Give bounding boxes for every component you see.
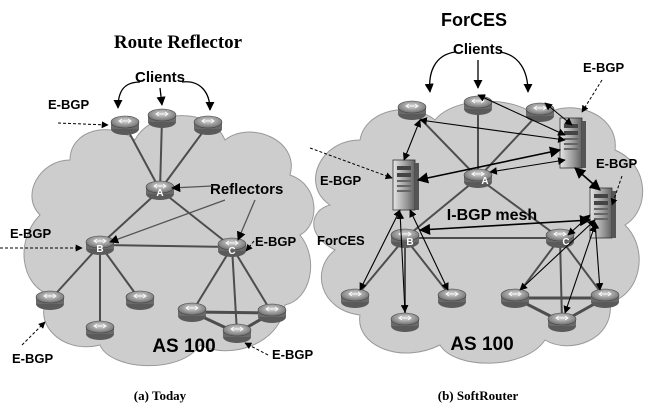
router-edge-1 [35,290,65,311]
router-client-1 [110,115,140,136]
router-client-3 [193,115,223,136]
router-edge-3 [125,290,155,311]
right-router-edge-1 [340,288,370,309]
right-router-edge-5 [590,288,620,309]
right-ebgp-arrows [309,79,623,206]
right-router-a-label: A [481,176,488,187]
left-ebgp-label-5: E-BGP [272,347,314,362]
right-ebgp-label-3: E-BGP [596,156,638,171]
left-reflector-arrows [109,183,256,244]
forces-label: ForCES [317,233,365,248]
router-edge-6 [222,323,252,344]
left-links [49,117,273,334]
server-b [392,159,420,211]
left-ebgp-label-1: E-BGP [48,97,90,112]
right-router-edge-2 [390,312,420,333]
router-c-label: C [228,246,235,257]
ibgp-mesh-label: I-BGP mesh [447,207,537,224]
right-router-b [390,228,420,249]
right-router-edge-3 [437,288,467,309]
right-ebgp-label-2: E-BGP [320,173,362,188]
right-router-c [545,228,575,249]
left-as-label: AS 100 [152,336,215,357]
right-ebgp-label-1: E-BGP [583,60,625,75]
router-client-2 [147,108,177,129]
right-router-client-1 [397,100,427,121]
left-reflectors-label: Reflectors [210,181,283,198]
router-edge-2 [85,320,115,341]
left-panel: A B C Route Reflector Clients Reflectors… [0,32,315,403]
right-caption: (b) SoftRouter [438,388,519,403]
left-ebgp-label-3: E-BGP [255,234,297,249]
right-router-edge-6 [547,312,577,333]
ibgp-mesh-arrows [416,146,601,235]
router-edge-5 [257,303,287,324]
right-title: ForCES [441,10,507,30]
left-ebgp-label-2: E-BGP [10,226,52,241]
server-c [589,187,617,239]
right-panel: A B C ForCES Clients [309,10,644,403]
router-a-label: A [156,188,163,199]
right-as-label: AS 100 [450,334,513,355]
left-caption: (a) Today [134,388,187,403]
left-ebgp-label-4: E-BGP [12,351,54,366]
right-clients-label: Clients [453,41,503,58]
right-router-b-label: B [406,237,413,248]
right-client-arrows [424,51,533,93]
left-title: Route Reflector [114,32,243,53]
left-clients-label: Clients [135,69,185,86]
right-router-client-2 [463,95,493,116]
router-edge-4 [177,302,207,323]
router-b-label: B [96,244,103,255]
left-client-arrows [113,81,215,111]
left-ebgp-arrows [0,121,269,356]
right-router-edge-4 [500,288,530,309]
